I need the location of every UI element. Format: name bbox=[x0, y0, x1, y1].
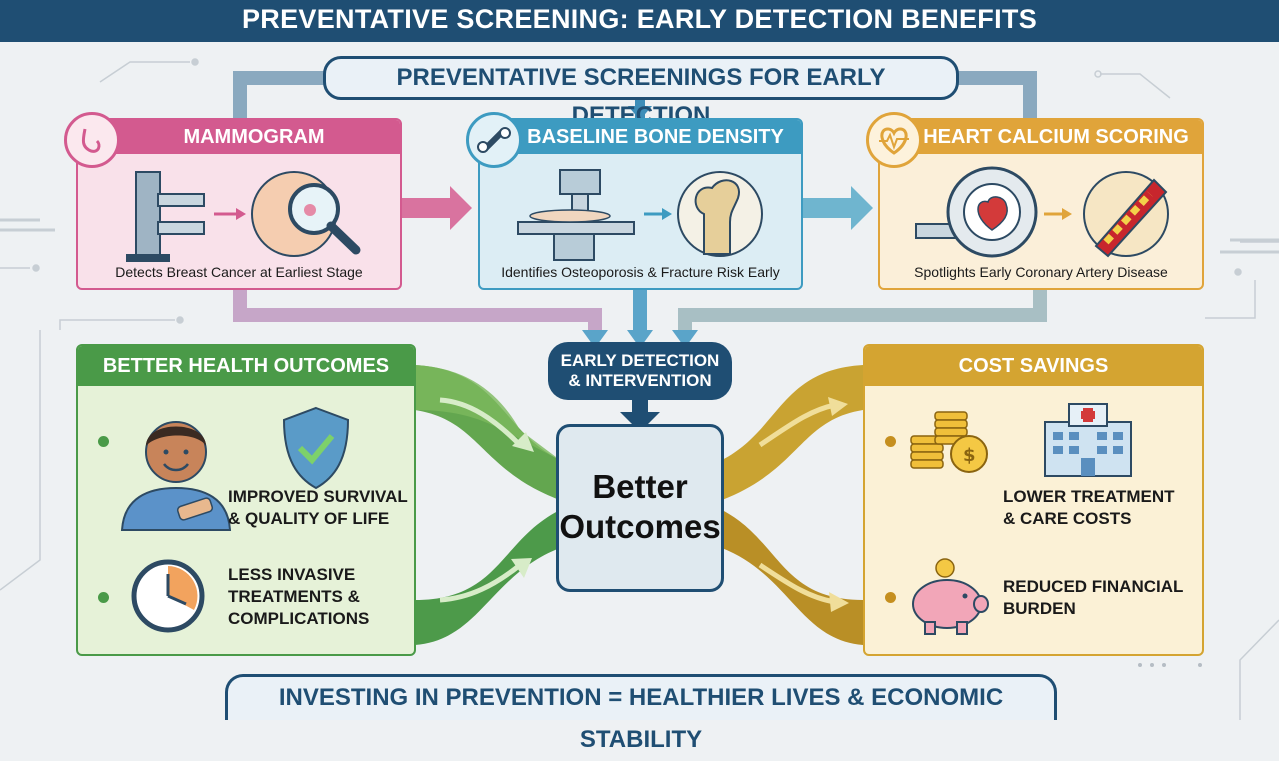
hub-line-1: EARLY DETECTION bbox=[560, 351, 720, 370]
bone-density-card: BASELINE BONE DENSITY Identifies Osteopo… bbox=[478, 118, 803, 290]
clock-icon bbox=[131, 559, 205, 633]
health-item-2-line-3: COMPLICATIONS bbox=[228, 609, 370, 628]
footer-banner: INVESTING IN PREVENTION = HEALTHIER LIVE… bbox=[225, 674, 1057, 753]
health-item-1-line-1: IMPROVED SURVIVAL bbox=[228, 487, 408, 506]
mammogram-machine-icon bbox=[126, 171, 361, 262]
cost-savings-panel: COST SAVINGS $ LOWER TREATMENT & CARE CO… bbox=[863, 344, 1204, 656]
health-outcomes-panel: BETTER HEALTH OUTCOMES IMPROVED SURVIVAL… bbox=[76, 344, 416, 656]
bullet-dot bbox=[885, 436, 896, 447]
better-outcomes-box: Better Outcomes bbox=[556, 424, 724, 592]
footer-text: INVESTING IN PREVENTION = HEALTHIER LIVE… bbox=[278, 684, 1004, 753]
bone-scanner-icon bbox=[517, 169, 763, 261]
cost-item-2: REDUCED FINANCIAL BURDEN bbox=[1003, 576, 1183, 620]
cost-item-2-line-1: REDUCED FINANCIAL bbox=[1003, 577, 1184, 596]
flow-connectors bbox=[0, 58, 1279, 720]
center-line-1: Better bbox=[592, 468, 688, 505]
bullet-dot bbox=[98, 436, 109, 447]
heart-calcium-card: HEART CALCIUM SCORING Spotlights Early C… bbox=[878, 118, 1204, 290]
early-detection-hub: EARLY DETECTION & INTERVENTION bbox=[548, 342, 732, 400]
mammogram-caption: Detects Breast Cancer at Earliest Stage bbox=[115, 264, 363, 280]
coins-hospital-icon: $ bbox=[910, 403, 1132, 477]
heart-calcium-header: HEART CALCIUM SCORING bbox=[910, 120, 1202, 154]
piggy-bank-icon bbox=[912, 558, 989, 635]
cost-savings-header: COST SAVINGS bbox=[865, 346, 1202, 386]
health-item-2-line-1: LESS INVASIVE bbox=[228, 565, 356, 584]
cost-item-2-line-2: BURDEN bbox=[1003, 599, 1076, 618]
cost-item-1: LOWER TREATMENT & CARE COSTS bbox=[1003, 486, 1175, 530]
mammogram-badge-icon bbox=[64, 112, 120, 168]
subtitle-banner: PREVENTATIVE SCREENINGS FOR EARLY DETECT… bbox=[323, 56, 959, 129]
heart-badge-icon bbox=[866, 112, 922, 168]
bullet-dot bbox=[885, 592, 896, 603]
bone-badge-icon bbox=[466, 112, 522, 168]
health-outcomes-header: BETTER HEALTH OUTCOMES bbox=[78, 346, 414, 386]
bone-density-header: BASELINE BONE DENSITY bbox=[510, 120, 801, 154]
mammogram-card: MAMMOGRAM Detects Breast Cancer at Earli… bbox=[76, 118, 402, 290]
cost-item-1-line-1: LOWER TREATMENT bbox=[1003, 487, 1175, 506]
bone-density-caption: Identifies Osteoporosis & Fracture Risk … bbox=[501, 264, 780, 280]
health-item-2: LESS INVASIVE TREATMENTS & COMPLICATIONS bbox=[228, 564, 369, 630]
patient-shield-icon bbox=[120, 406, 350, 531]
hub-line-2: & INTERVENTION bbox=[568, 371, 712, 390]
heart-calcium-caption: Spotlights Early Coronary Artery Disease bbox=[914, 264, 1168, 280]
mammogram-header: MAMMOGRAM bbox=[108, 120, 400, 154]
health-item-2-line-2: TREATMENTS & bbox=[228, 587, 360, 606]
cost-item-1-line-2: & CARE COSTS bbox=[1003, 509, 1132, 528]
health-item-1: IMPROVED SURVIVAL & QUALITY OF LIFE bbox=[228, 486, 408, 530]
bullet-dot bbox=[98, 592, 109, 603]
center-line-2: Outcomes bbox=[559, 508, 721, 545]
page-title: PREVENTATIVE SCREENING: EARLY DETECTION … bbox=[0, 0, 1279, 42]
health-item-1-line-2: & QUALITY OF LIFE bbox=[228, 509, 390, 528]
svg-text:$: $ bbox=[963, 445, 976, 466]
subtitle-text: PREVENTATIVE SCREENINGS FOR EARLY DETECT… bbox=[396, 64, 886, 129]
ct-scanner-icon bbox=[915, 166, 1169, 258]
